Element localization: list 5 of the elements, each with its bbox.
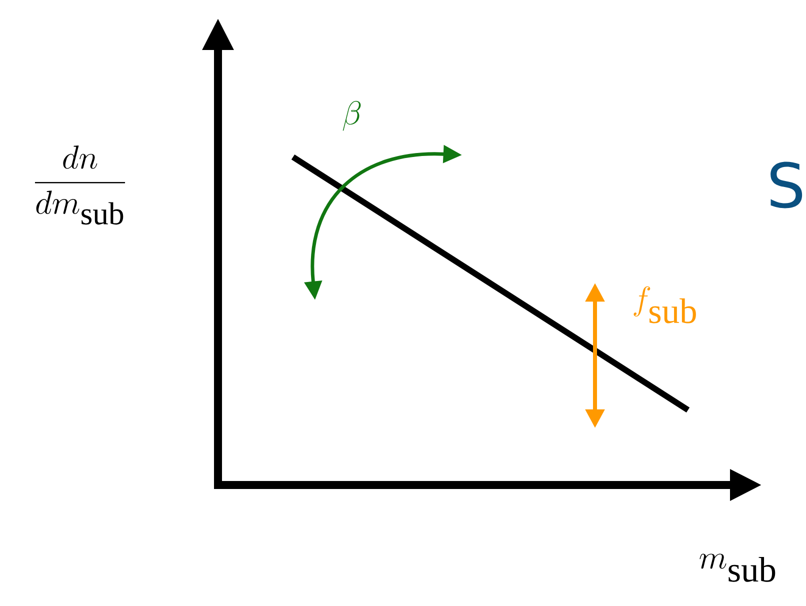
axis-label: $m_{\mathrm{sub}}$ xyxy=(700,554,776,582)
text-fragment: S xyxy=(770,162,802,208)
axis-label: $\frac{dn}{dm_{\mathrm{sub}}}$ xyxy=(35,145,126,225)
axis-label: $\beta$ xyxy=(342,100,361,131)
axis-label: $f_{\mathrm{sub}}$ xyxy=(634,286,696,324)
